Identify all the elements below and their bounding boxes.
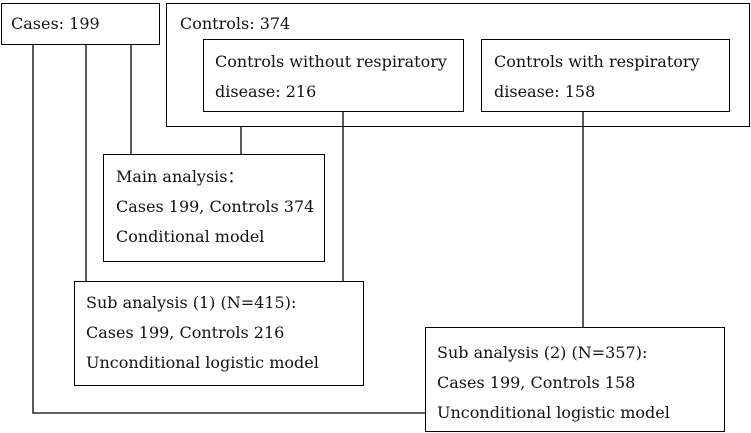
controls-label: Controls: 374 xyxy=(180,14,291,33)
controls-without-line-2: disease: 216 xyxy=(215,82,317,101)
sub-analysis-2-counts: Cases 199, Controls 158 xyxy=(437,373,636,392)
controls-with-respiratory-box: Controls with respiratory disease: 158 xyxy=(481,39,730,112)
sub-analysis-1-model: Unconditional logistic model xyxy=(86,353,319,372)
controls-without-respiratory-box: Controls without respiratory disease: 21… xyxy=(203,39,464,112)
controls-box: Controls: 374 xyxy=(166,3,750,127)
main-analysis-box: Main analysis： Cases 199, Controls 374 C… xyxy=(103,154,325,262)
controls-with-line-1: Controls with respiratory xyxy=(494,52,700,71)
main-analysis-title: Main analysis： xyxy=(116,167,244,186)
cases-box: Cases: 199 xyxy=(1,3,160,45)
sub-analysis-2-model: Unconditional logistic model xyxy=(437,403,670,422)
cases-label: Cases: 199 xyxy=(11,14,100,33)
sub-analysis-1-box: Sub analysis (1) (N=415): Cases 199, Con… xyxy=(74,281,364,386)
sub-analysis-1-counts: Cases 199, Controls 216 xyxy=(86,323,285,342)
main-analysis-model: Conditional model xyxy=(116,227,265,246)
main-analysis-counts: Cases 199, Controls 374 xyxy=(116,197,315,216)
controls-with-line-2: disease: 158 xyxy=(494,82,596,101)
sub-analysis-1-title: Sub analysis (1) (N=415): xyxy=(86,293,297,312)
controls-without-line-1: Controls without respiratory xyxy=(215,52,447,71)
connector-cases-to-sub2 xyxy=(32,45,425,414)
sub-analysis-2-box: Sub analysis (2) (N=357): Cases 199, Con… xyxy=(425,327,725,432)
sub-analysis-2-title: Sub analysis (2) (N=357): xyxy=(437,343,648,362)
